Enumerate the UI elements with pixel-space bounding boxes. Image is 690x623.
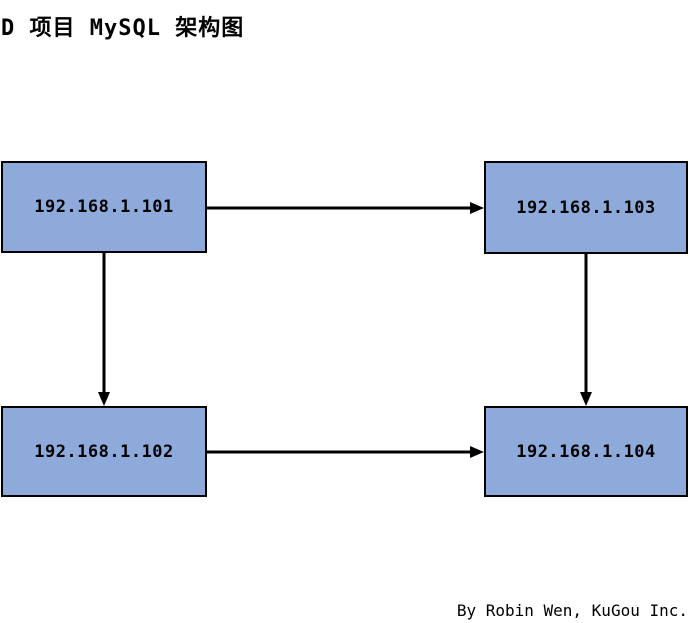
node-192-168-1-101: 192.168.1.101 <box>1 161 207 253</box>
node-192-168-1-104: 192.168.1.104 <box>484 406 688 497</box>
arrow-102-to-104 <box>207 446 484 458</box>
arrow-101-to-102 <box>98 253 110 406</box>
node-192-168-1-103: 192.168.1.103 <box>484 161 688 254</box>
arrow-101-to-103 <box>207 202 484 214</box>
diagram-title: D 项目 MySQL 架构图 <box>1 16 245 41</box>
arrow-103-to-104 <box>580 254 592 406</box>
node-192-168-1-102: 192.168.1.102 <box>1 406 207 497</box>
credit-text: By Robin Wen, KuGou Inc. <box>456 601 688 620</box>
